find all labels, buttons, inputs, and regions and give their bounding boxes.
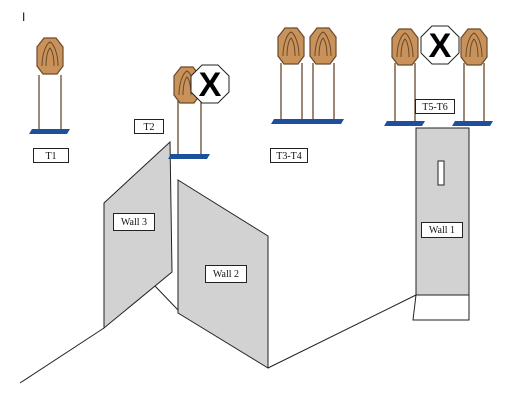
fault-line-left (19, 327, 105, 384)
label-wall-1: Wall 1 (421, 222, 463, 238)
steel-target-icon (277, 27, 305, 65)
fault-line-wall3-wall2 (154, 285, 179, 311)
steel-target-icon (36, 37, 64, 75)
steel-target-icon (460, 28, 488, 66)
wall-3-panel (103, 140, 173, 330)
target-stand-icon (384, 63, 493, 126)
target-t2: X (168, 64, 230, 159)
target-stand-icon (168, 100, 210, 159)
fault-lines (19, 285, 417, 384)
walls (103, 127, 470, 369)
target-t3-t4 (271, 27, 344, 124)
label-t2: T2 (134, 119, 164, 134)
label-wall-2: Wall 2 (205, 265, 247, 283)
corner-mark: I (22, 10, 26, 24)
wall-1-panel (415, 127, 470, 296)
no-shoot-target-icon: X (190, 64, 230, 104)
label-t5-t6: T5-T6 (415, 99, 455, 114)
target-stand-icon (271, 63, 344, 124)
target-stand-icon (29, 75, 70, 134)
no-shoot-target-icon: X (420, 25, 460, 65)
label-wall-3: Wall 3 (113, 213, 155, 231)
no-shoot-mark: X (429, 27, 452, 65)
steel-target-icon (309, 27, 337, 65)
fault-line-wall2-wall1 (267, 294, 417, 369)
steel-target-icon (391, 28, 419, 66)
label-t3-t4: T3-T4 (270, 148, 308, 163)
wall-1-base (412, 294, 470, 321)
no-shoot-mark: X (199, 66, 222, 104)
wall-1-port (437, 160, 445, 186)
label-t1: T1 (33, 148, 69, 163)
target-t1 (29, 37, 70, 134)
